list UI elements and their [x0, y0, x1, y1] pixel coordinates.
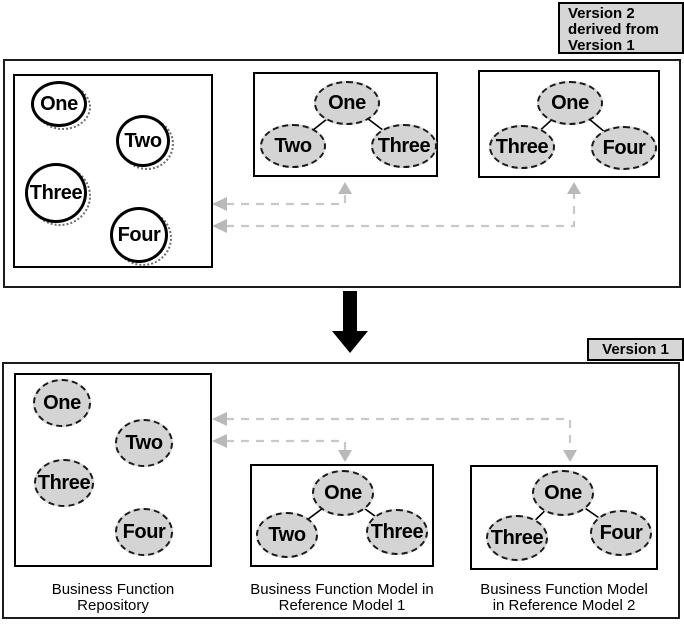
top-model2-node-four: Four [591, 126, 657, 170]
bottom-repo-node-four: Four [115, 508, 173, 556]
model2-caption: Business Function Model in Reference Mod… [480, 581, 648, 614]
model1-caption: Business Function Model in Reference Mod… [250, 581, 434, 614]
top-model2-node-one: One [537, 81, 603, 125]
top-model2-node-three: Three [489, 125, 555, 169]
top-repo-node-two: Two [116, 115, 170, 167]
repository-caption: Business Function Repository [51, 581, 175, 614]
top-repository-box [13, 74, 213, 268]
top-repo-node-four: Four [110, 207, 168, 263]
version1-label: Version 1 [587, 338, 684, 361]
bottom-model1-node-three: Three [366, 509, 428, 555]
top-section-frame [3, 59, 681, 288]
bottom-model2-box [470, 465, 658, 570]
top-model1-box [253, 72, 438, 177]
bottom-model1-box [250, 464, 434, 567]
top-model1-node-three: Three [371, 124, 437, 168]
top-model1-node-two: Two [260, 124, 326, 168]
bottom-repo-node-one: One [33, 379, 91, 427]
top-model2-box [478, 70, 660, 178]
bottom-model1-node-two: Two [256, 512, 318, 558]
bottom-model2-node-three: Three [486, 515, 548, 561]
bottom-model1-node-one: One [312, 470, 374, 516]
bottom-repository-box [14, 373, 212, 567]
top-repo-node-one: One [31, 81, 87, 127]
top-repo-node-three: Three [25, 163, 87, 223]
bottom-repo-node-two: Two [115, 419, 173, 467]
bottom-model2-node-one: One [532, 470, 594, 516]
bottom-model2-node-four: Four [590, 510, 652, 556]
bottom-repo-node-three: Three [34, 459, 94, 507]
top-model1-node-one: One [314, 81, 380, 125]
version2-label: Version 2 derived from Version 1 [558, 2, 684, 54]
derivation-down-arrow-icon [332, 291, 368, 353]
bottom-section-frame [2, 362, 680, 619]
